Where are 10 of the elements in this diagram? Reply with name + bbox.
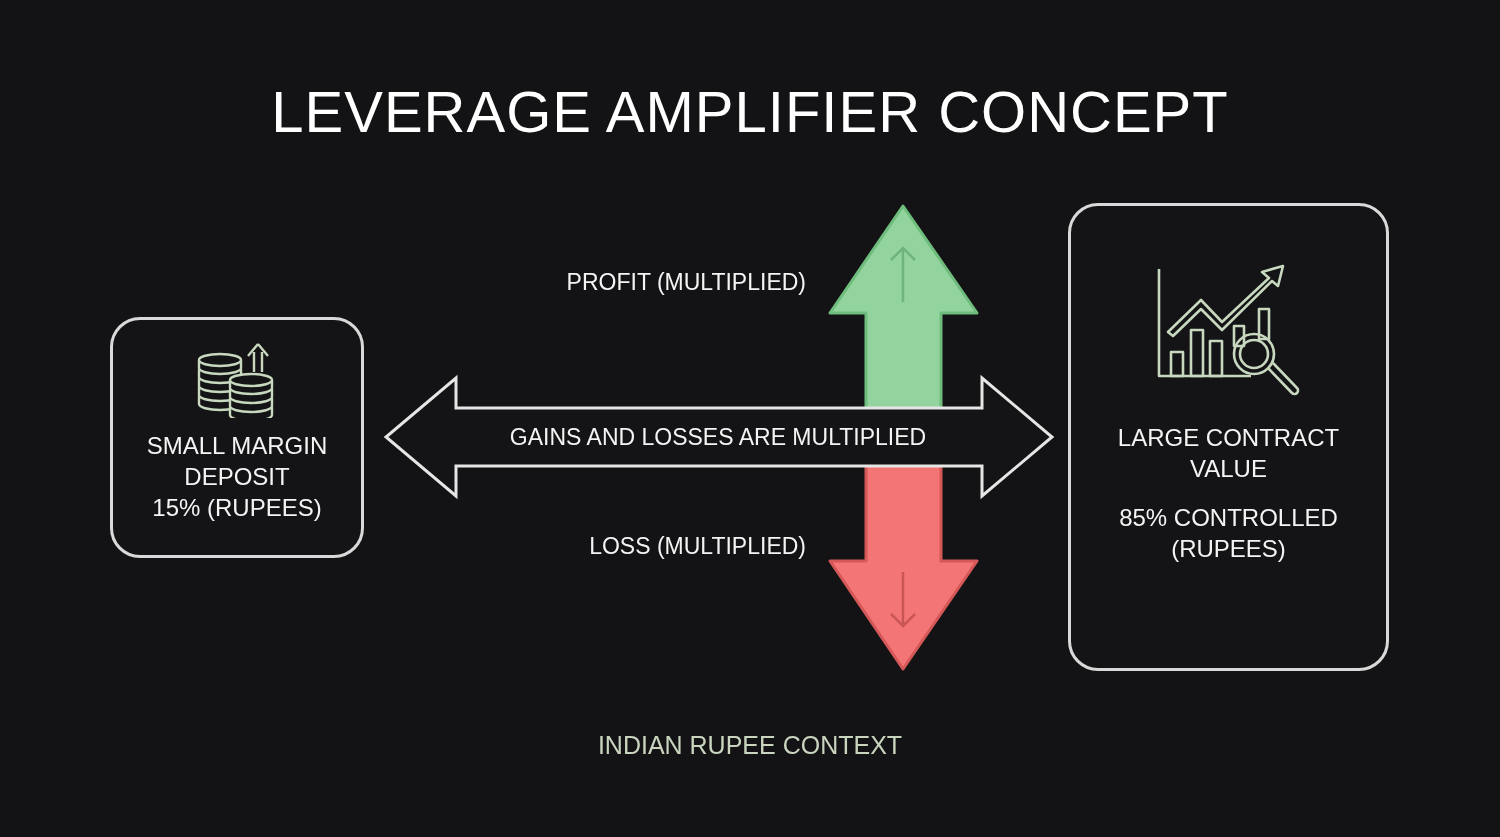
box-text: 85% CONTROLLED (RUPEES): [1118, 503, 1339, 564]
title: LEVERAGE AMPLIFIER CONCEPT: [271, 78, 1229, 145]
rounded-box: [1068, 203, 1389, 671]
box-text: SMALL MARGIN DEPOSIT: [145, 431, 329, 492]
arrow-label: LOSS (MULTIPLIED): [588, 532, 806, 561]
box-text: LARGE CONTRACT VALUE: [1116, 423, 1341, 484]
box-text: 15% (RUPEES): [152, 493, 322, 523]
caption: INDIAN RUPEE CONTEXT: [597, 731, 903, 760]
rounded-box: [110, 317, 364, 558]
arrow-label: PROFIT (MULTIPLIED): [566, 268, 806, 297]
